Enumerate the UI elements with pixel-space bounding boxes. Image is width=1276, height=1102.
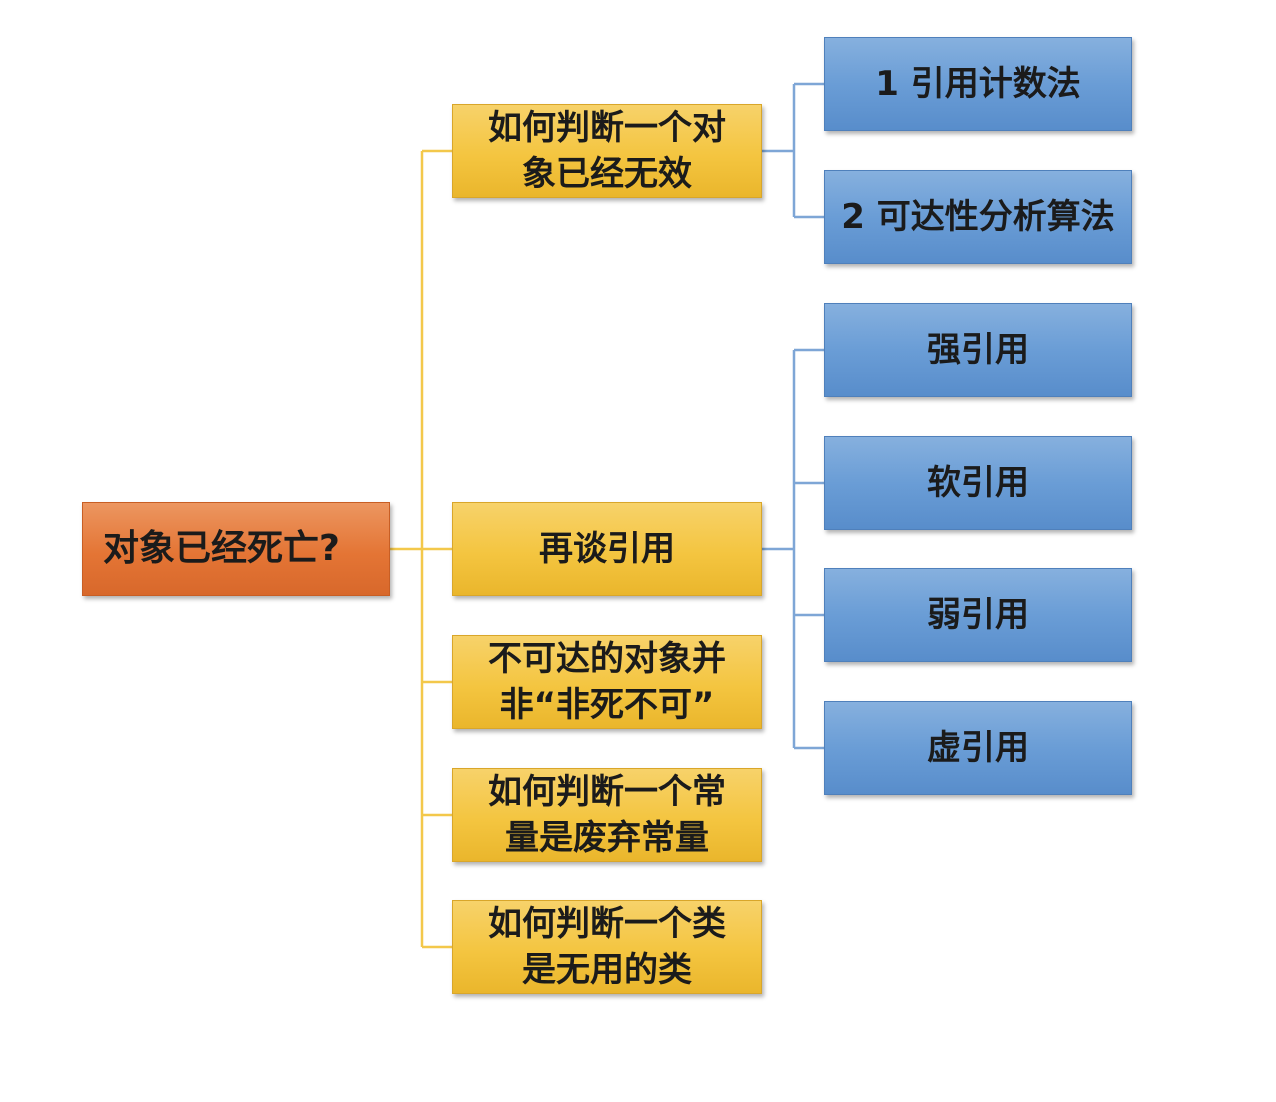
leaf-soft-reference: 软引用 xyxy=(824,436,1132,530)
root-node-label: 对象已经死亡? xyxy=(103,528,340,569)
branch-judge-constant-abandoned: 如何判断一个常 量是废弃常量 xyxy=(452,768,762,862)
leaf-connector-group-2 xyxy=(762,348,824,750)
leaf-label: 1 引用计数法 xyxy=(875,64,1081,104)
leaf-reference-counting: 1 引用计数法 xyxy=(824,37,1132,131)
leaf-label: 虚引用 xyxy=(927,728,1029,768)
branch-unreachable-objects: 不可达的对象并 非“非死不可” xyxy=(452,635,762,729)
leaf-reachability-analysis: 2 可达性分析算法 xyxy=(824,170,1132,264)
leaf-weak-reference: 弱引用 xyxy=(824,568,1132,662)
branch-label: 如何判断一个对 象已经无效 xyxy=(488,108,726,194)
leaf-label: 强引用 xyxy=(927,330,1029,370)
leaf-label: 软引用 xyxy=(927,463,1029,503)
root-node: 对象已经死亡? xyxy=(82,502,390,596)
branch-label: 不可达的对象并 非“非死不可” xyxy=(488,639,726,725)
leaf-label: 弱引用 xyxy=(927,595,1029,635)
leaf-connector-group-1 xyxy=(762,82,824,219)
leaf-label: 2 可达性分析算法 xyxy=(841,197,1115,237)
leaf-phantom-reference: 虚引用 xyxy=(824,701,1132,795)
branch-references: 再谈引用 xyxy=(452,502,762,596)
branch-label: 再谈引用 xyxy=(539,529,675,569)
leaf-strong-reference: 强引用 xyxy=(824,303,1132,397)
branch-label: 如何判断一个常 量是废弃常量 xyxy=(488,772,726,858)
branch-label: 如何判断一个类 是无用的类 xyxy=(488,904,726,990)
branch-judge-object-invalid: 如何判断一个对 象已经无效 xyxy=(452,104,762,198)
branch-judge-class-useless: 如何判断一个类 是无用的类 xyxy=(452,900,762,994)
